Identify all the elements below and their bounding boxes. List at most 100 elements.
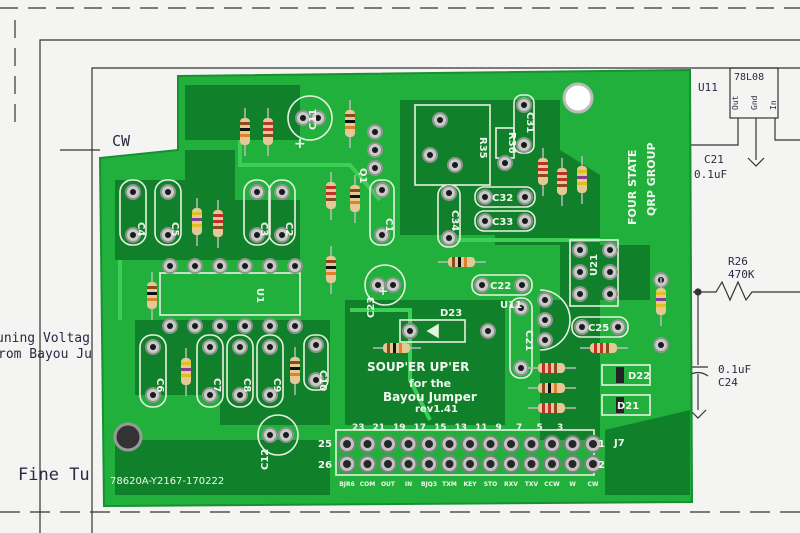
pad-hole [379,232,385,238]
pad-hole [446,190,452,196]
pad-hole [254,232,260,238]
d21-body [616,397,624,413]
resistor [147,272,157,320]
resistor-band [240,122,250,125]
u21-outline [569,239,619,307]
schematic-label-tuning-voltage: uning Voltag [0,331,90,346]
pad-hole [130,189,136,195]
resistor [528,363,576,373]
c22-outline [471,274,533,296]
ref-c31: C31 [524,112,535,133]
maker-name-line1: FOUR STATE [626,150,639,225]
resistor [580,343,628,353]
resistors [147,100,666,413]
resistor-band [326,272,336,275]
pad-hole [313,377,319,383]
regulator-symbol [729,67,779,119]
pad-hole [390,282,396,288]
resistor-band [554,383,557,393]
resistor-band [290,373,300,376]
header-pin-number: 11 [475,423,488,433]
resistor-band [326,260,336,263]
u1-outline [159,272,301,316]
pad-hole [167,263,173,269]
header-signal-label: CW [587,481,598,488]
u11-outline [539,289,571,351]
diode-symbol [426,323,439,339]
ref-c11: C11 [308,109,319,130]
header-pin-number: 9 [496,423,502,433]
schematic-wire [690,118,739,146]
header-pin-hole [404,440,413,448]
resistor-band [538,162,548,165]
header-pin-hole [343,460,351,468]
c25-outline [571,316,629,338]
pad-hole [542,337,548,343]
ground-symbol [747,157,765,167]
header-pin-hole [363,460,372,468]
pad-hole [482,194,488,200]
resistor [192,198,202,246]
c21-outline [509,297,533,379]
resistor [181,348,191,396]
pad-hole [165,232,171,238]
resistor-band [350,189,360,192]
resistor-band [326,186,336,189]
header-signal-label: KEY [463,481,477,488]
pad-hole [292,263,298,269]
resistor-band [452,257,455,267]
pad-hole [267,323,273,329]
schematic-label-c21-value: 0.1uF [694,168,727,181]
resistor [350,175,360,223]
schematic-pin-in: In [769,100,778,110]
pad-hole [167,323,173,329]
resistor [240,108,250,156]
resistor-band [263,122,273,125]
pad-hole [658,342,664,348]
schematic-label-c21: C21 [704,153,724,166]
resistor [326,172,336,220]
resistor-band [326,192,336,195]
header-signal-label: W [569,481,576,488]
resistor-band [345,114,355,117]
resistor-band [542,403,545,413]
header-pin-hole [445,460,454,468]
schematic-pin-gnd: Gnd [750,95,759,110]
board-product: Bayou Jumper [383,390,477,404]
schematic-label-cw: CW [112,132,131,150]
header-pin-number: 17 [414,423,427,433]
schematic-frame [39,39,800,533]
header-signal-label: TXV [525,481,539,488]
header-signal-label: RXV [504,481,518,488]
header-row-label: 25 [318,439,332,450]
header-pin-number: 15 [434,423,447,433]
ref-c4: C4 [135,222,146,236]
header-pin-hole [527,440,536,448]
c33-outline [474,210,536,232]
pad-hole [313,342,319,348]
ref-c9: C9 [271,378,282,392]
pad-hole [407,328,413,334]
pad-hole [207,344,213,350]
ground-pour [540,245,650,440]
resistor-band [538,174,548,177]
resistor-band [147,286,157,289]
resistor-band [181,374,191,377]
resistor-band [387,343,390,353]
schematic-frame-inner [91,67,800,533]
pad-hole [267,344,273,350]
header-pin-number: 7 [516,423,522,433]
ref-c2: C2 [283,222,294,236]
board-subtitle: for the [409,377,451,390]
mounting-hole [562,82,594,114]
pad-hole [502,160,508,166]
c11-outline [287,95,333,141]
header-signal-label: TXM [442,481,457,488]
d21-outline [601,394,651,416]
ref-c12: C12 [260,449,271,470]
resistor [528,403,576,413]
c3-outline [243,179,271,246]
schematic-wire [774,118,800,141]
ref-c32: C32 [492,193,513,204]
ref-c6: C6 [154,378,165,392]
